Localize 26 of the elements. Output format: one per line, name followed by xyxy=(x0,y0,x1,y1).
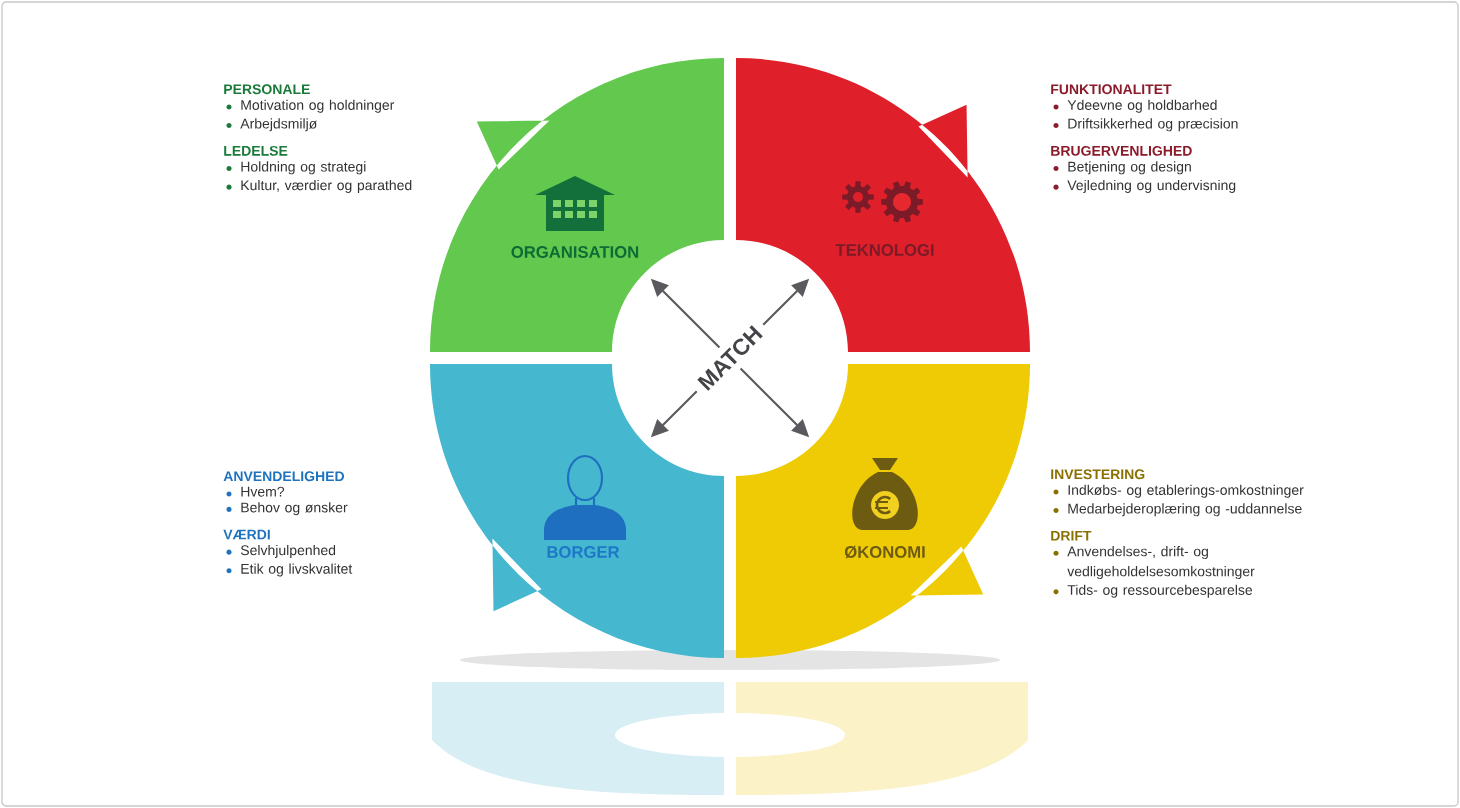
bullet-text: Kultur, værdier og parathed xyxy=(241,179,412,193)
bullet-text: Vejledning og undervisning xyxy=(1067,179,1236,193)
bullet-text: Medarbejderoplæring og -uddannelse xyxy=(1068,503,1302,517)
section-heading: INVESTERING xyxy=(1051,469,1145,480)
section-heading: VÆRDI xyxy=(223,529,270,540)
bullet-text: Hvem? xyxy=(241,486,285,497)
section-heading: DRIFT xyxy=(1051,530,1092,541)
bullet-text: Anvendelses-, drift- og vedligeholdelsesomkostninger xyxy=(1067,546,1255,580)
bullet-text: Behov og ønsker xyxy=(241,502,348,516)
quadrant-segment: ORGANISATION xyxy=(430,58,724,352)
bullet-text: Holdning og strategi xyxy=(241,161,366,175)
bullet-text: Driftsikkerhed og præcision xyxy=(1068,118,1238,132)
section-heading: FUNKTIONALITET xyxy=(1051,84,1172,95)
bullet-text: Motivation og holdninger xyxy=(241,99,395,113)
section-heading: LEDELSE xyxy=(224,145,288,156)
section-heading: ANVENDELIGHED xyxy=(223,471,344,482)
bullet-text: Arbejdsmiljø xyxy=(240,118,317,132)
quadrant-segment: ØKONOMI xyxy=(736,364,1030,658)
section-heading: BRUGERVENLIGHED xyxy=(1051,145,1192,156)
bullet-text: Betjening og design xyxy=(1068,161,1191,175)
section-heading: PERSONALE xyxy=(224,84,310,95)
bullet-text: Etik og livskvalitet xyxy=(241,563,353,577)
bullet-text: Selvhjulpenhed xyxy=(240,544,336,558)
bullet-text: Tids- og ressourcebesparelse xyxy=(1067,584,1253,598)
bullet-text: Ydeevne og holdbarhed xyxy=(1067,99,1217,113)
bullet-text: Indkøbs- og etablerings-omkostninger xyxy=(1068,484,1304,498)
